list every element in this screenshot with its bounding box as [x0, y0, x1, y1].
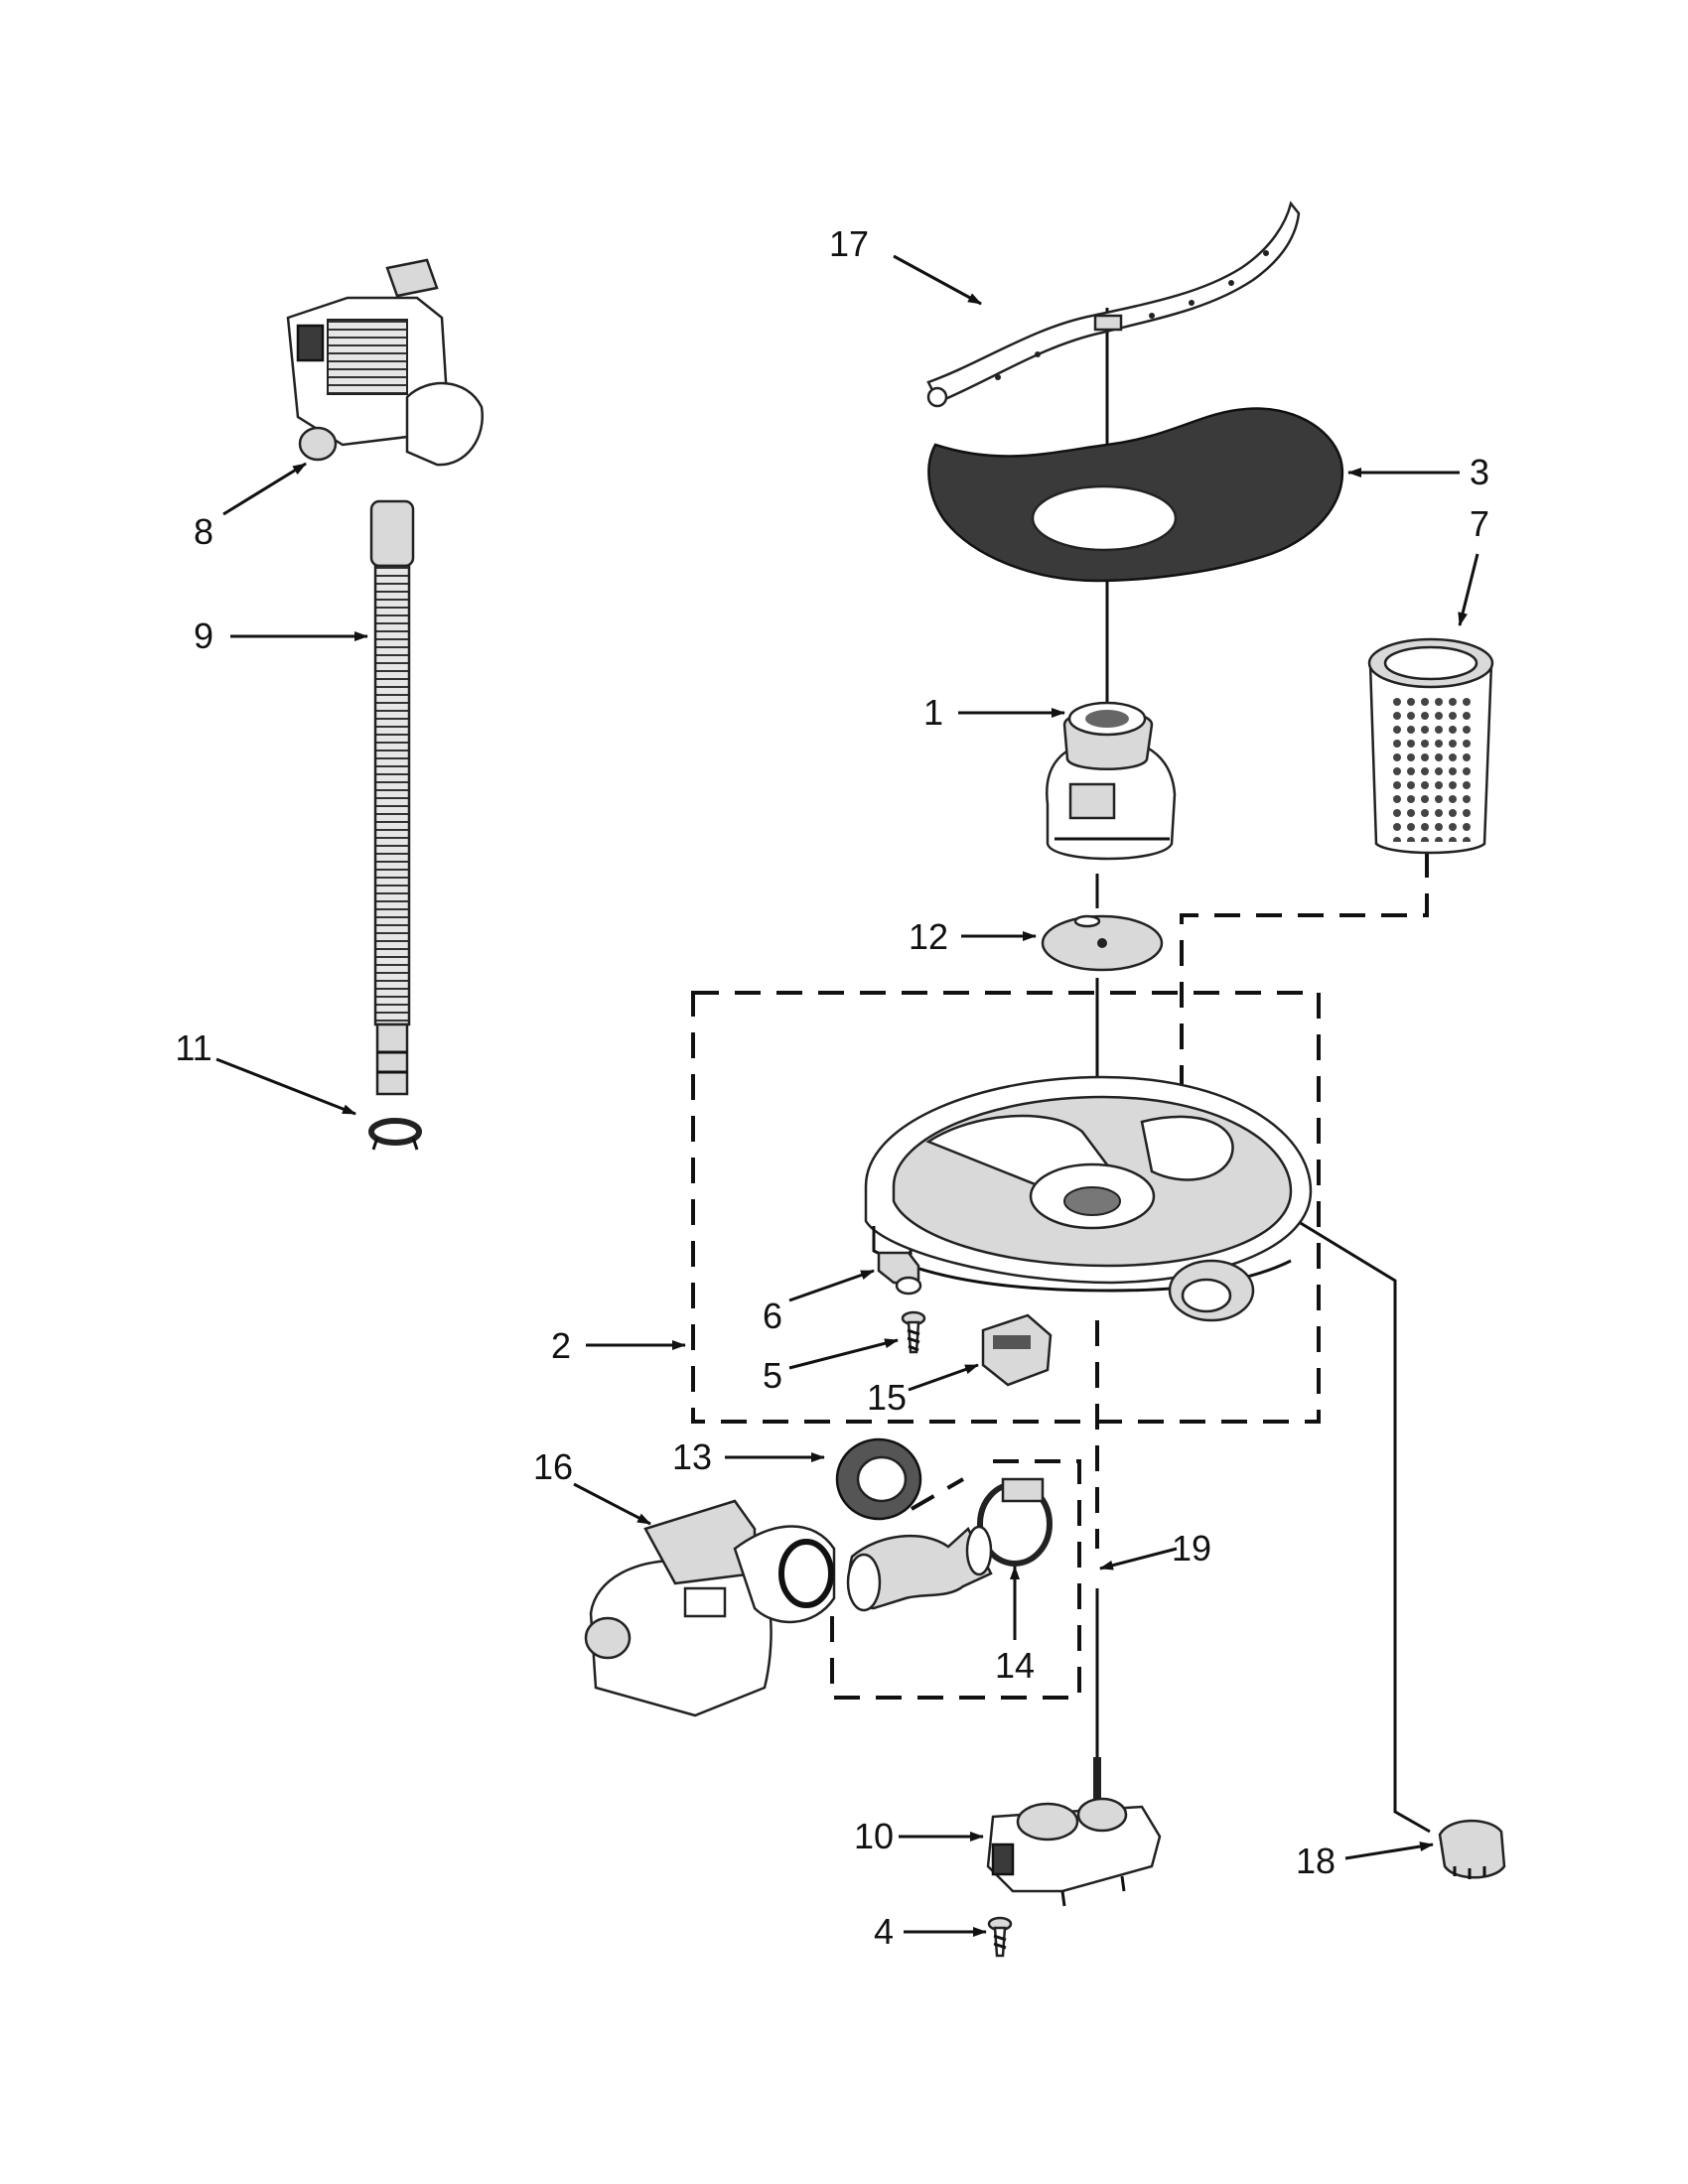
callout-16: 16	[533, 1446, 573, 1487]
bracket-icon	[877, 1251, 922, 1296]
callout-14: 14	[995, 1645, 1035, 1686]
callout-15: 15	[867, 1377, 907, 1418]
callout-4: 4	[874, 1911, 894, 1952]
callout-5: 5	[763, 1355, 782, 1396]
drain-hose-icon	[369, 499, 415, 1096]
callout-arrow-6	[788, 1269, 875, 1302]
callout-2: 2	[551, 1325, 571, 1366]
screw-icon	[987, 1916, 1013, 1958]
sump-assembly-icon	[864, 1075, 1313, 1322]
screw-icon	[901, 1310, 926, 1354]
callout-arrow-8	[222, 462, 307, 516]
thermistor-icon	[1438, 1819, 1506, 1879]
callout-13: 13	[672, 1436, 712, 1477]
callout-arrow-15	[908, 1363, 979, 1392]
disc-icon	[1041, 914, 1164, 972]
diverter-motor-icon	[986, 1797, 1162, 1907]
callout-arrow-11	[215, 1057, 356, 1116]
filter-cartridge-icon	[1367, 637, 1494, 855]
callout-arrow-7	[1458, 553, 1479, 626]
callout-arrow-5	[788, 1338, 899, 1370]
callout-3: 3	[1470, 452, 1489, 492]
callout-1: 1	[923, 692, 943, 733]
callout-17: 17	[829, 223, 869, 264]
callout-6: 6	[763, 1296, 782, 1336]
callout-arrow-19	[1099, 1547, 1178, 1570]
filter-connector	[1180, 852, 1429, 1161]
callout-18: 18	[1296, 1841, 1336, 1881]
elbow-hose-icon	[846, 1525, 993, 1612]
hose-clamp-icon	[368, 1118, 422, 1151]
drain-pump-icon	[286, 258, 485, 467]
callout-7: 7	[1470, 503, 1489, 544]
seal-ring-icon	[835, 1437, 922, 1521]
filter-screen-icon	[927, 407, 1344, 583]
circulation-pump-icon	[584, 1499, 836, 1717]
thermistor-lead	[1280, 1209, 1431, 1834]
clamp-group-boundary	[830, 1459, 1081, 1700]
callout-10: 10	[854, 1816, 894, 1856]
callout-9: 9	[194, 615, 213, 656]
sensor-icon	[981, 1313, 1053, 1387]
hose-clamp-icon	[977, 1477, 1053, 1567]
callout-arrow-18	[1344, 1842, 1434, 1860]
callout-12: 12	[909, 916, 948, 957]
callout-11: 11	[175, 1027, 211, 1068]
callout-19: 19	[1172, 1528, 1211, 1569]
sump-assembly-boundary	[691, 991, 1321, 1424]
pump-housing-icon	[1046, 701, 1177, 861]
callout-8: 8	[194, 511, 213, 552]
callout-arrow-16	[573, 1482, 651, 1526]
callout-arrow-17	[893, 254, 982, 306]
clamp-group-boundary-top	[911, 1477, 964, 1511]
spray-arm-icon	[926, 201, 1301, 408]
